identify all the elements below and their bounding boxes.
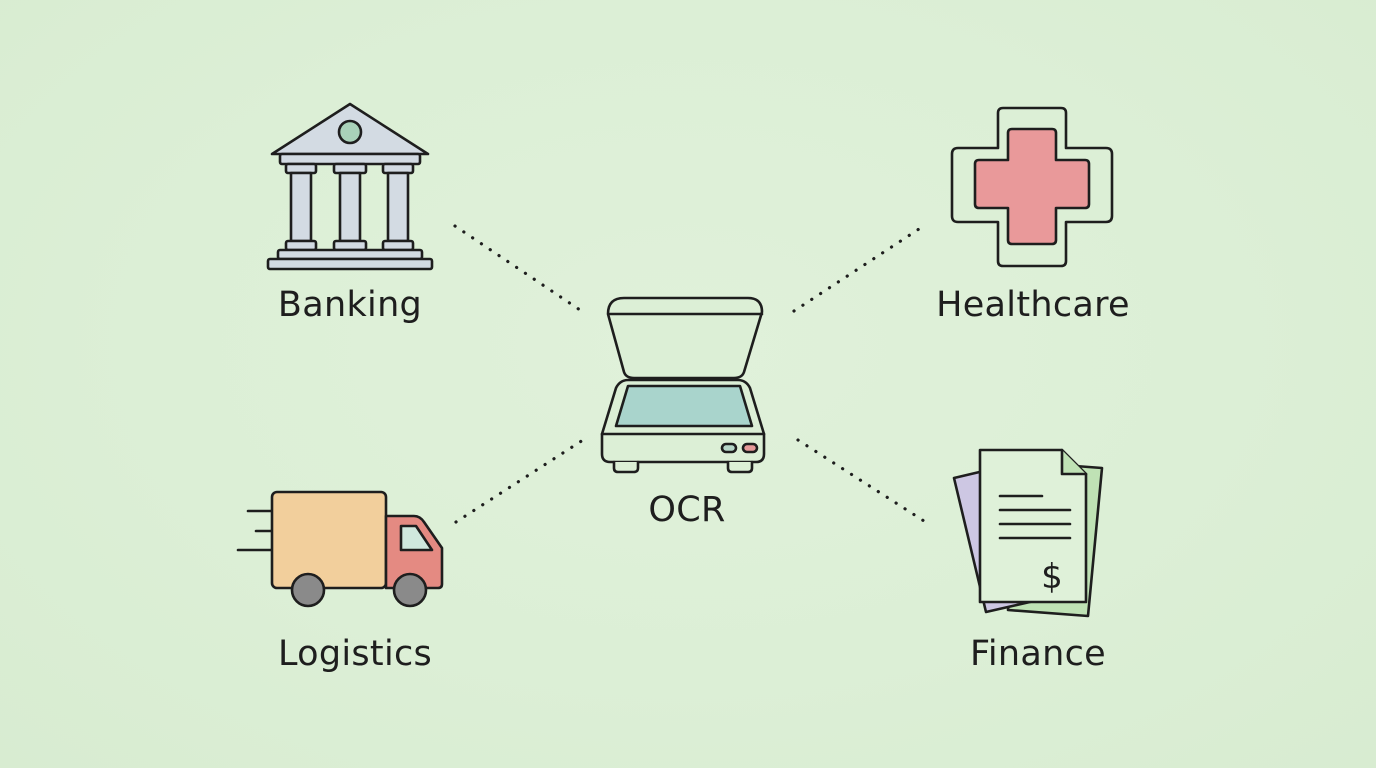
label-finance: Finance [970, 634, 1106, 674]
connector-healthcare [792, 225, 924, 313]
label-banking: Banking [277, 285, 423, 325]
delivery-truck-icon [236, 490, 444, 608]
label-healthcare: Healthcare [936, 285, 1130, 325]
connector-logistics [454, 438, 585, 524]
invoice-document-icon: $ [952, 448, 1104, 618]
bank-icon [266, 102, 434, 271]
connector-finance [796, 438, 926, 523]
scanner-icon [600, 296, 766, 474]
connector-banking [453, 224, 585, 314]
label-ocr: OCR [648, 490, 726, 530]
medical-cross-icon [950, 106, 1114, 268]
label-logistics: Logistics [277, 634, 433, 674]
dollar-sign-icon: $ [1041, 557, 1063, 597]
